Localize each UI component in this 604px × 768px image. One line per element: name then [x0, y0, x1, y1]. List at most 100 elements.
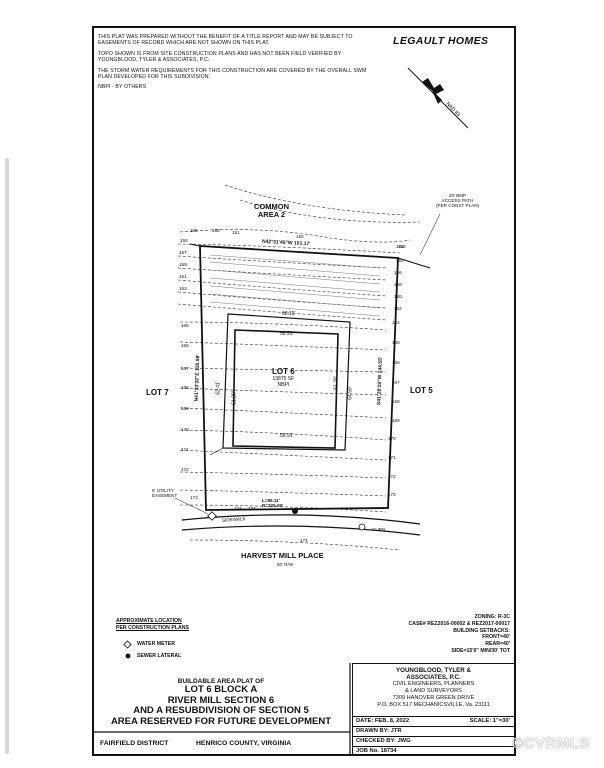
contour-label: 171 — [388, 455, 396, 460]
legend-water-meter: WATER METER — [137, 641, 175, 647]
date-label: DATE: FEB. 8, 2022 — [356, 718, 410, 724]
contour-label: 163 — [179, 286, 187, 291]
contour-label: 167 — [392, 380, 400, 385]
utility-easement-label: 6' UTILITY EASEMENT — [152, 488, 178, 499]
job-row: JOB No. 18734 — [352, 746, 514, 755]
contour-label: 169 — [181, 406, 189, 411]
dim-bottom-inner: 58.91' — [280, 433, 294, 439]
contour-label: 166 — [181, 343, 189, 348]
title-line: AND A RESUBDIVISION OF SECTION 5 — [133, 705, 309, 716]
contour-label: 166 — [392, 360, 400, 365]
dim-top-outer: 68.15' — [282, 311, 296, 317]
firm-block: YOUNGBLOOD, TYLER & ASSOCIATES, P.C. CIV… — [352, 663, 514, 717]
legend-sewer-lateral: SEWER LATERAL — [137, 653, 182, 659]
contour-label: 173 — [388, 492, 396, 497]
date-row: DATE: FEB. 8, 2022 SCALE: 1"=30' — [352, 716, 514, 726]
scrollbar[interactable] — [5, 158, 9, 754]
scale-label: SCALE: 1"=30' — [469, 718, 510, 724]
plat-sheet — [92, 26, 516, 756]
contour-label: 169 — [392, 418, 400, 423]
sewer-lateral-icon — [292, 508, 298, 514]
note-title-report: THIS PLAT WAS PREPARED WITHOUT THE BENEF… — [98, 34, 353, 47]
contour-label: 155 — [180, 238, 188, 243]
contour-label: 165 — [392, 340, 400, 345]
dim-left-inner: 51.29' — [231, 391, 238, 405]
note-storm-water: THE STORM WATER REQUIREMENTS FOR THIS CO… — [98, 67, 367, 81]
checked-row: CHECKED BY: JWG — [352, 736, 514, 746]
contour-label: 154 — [396, 258, 404, 263]
dim-right-outer: 64.59' — [347, 386, 354, 400]
common-area-label: COMMON AREA 2 — [254, 202, 289, 219]
contour-label: 155 — [190, 228, 198, 233]
firm-address: 7309 HANOVER GREEN DRIVE — [392, 695, 475, 701]
drawn-row: DRAWN BY: JTR — [352, 726, 514, 736]
firm-desc: CIVIL ENGINEERS, PLANNERS — [392, 681, 475, 687]
contour-label: 168 — [181, 385, 189, 390]
legend-water-icon — [123, 640, 132, 649]
dim-right-inner: 51.29' — [333, 376, 340, 390]
sidewalk-line — [181, 514, 421, 525]
firm-name: YOUNGBLOOD, TYLER & — [396, 667, 471, 674]
contour-label: 159 — [179, 262, 187, 267]
legend-title: APPROXIMATE LOCATION PER CONSTRUCTION PL… — [116, 618, 189, 631]
note-topo: TOPO SHOWN IS FROM SITE CONSTRUCTION PLA… — [98, 50, 342, 64]
legend-sewer-icon — [125, 653, 131, 659]
zoning-setbacks: ZONING: R-3C CASE# REZ2016-00002 & REZ20… — [408, 614, 510, 654]
contour-label: 152 — [398, 244, 406, 249]
contour-label: 153 — [212, 228, 220, 233]
manhole-icon — [358, 523, 366, 531]
contour-label: 170 — [181, 427, 189, 432]
plat-kind: BUILDABLE AREA PLAT OF — [177, 678, 265, 685]
setback-outline — [222, 313, 351, 451]
contour-label: 157 — [179, 250, 187, 255]
contour-label: 162 — [394, 306, 402, 311]
contour-label: 174 — [248, 506, 256, 511]
title-line: LOT 6 BLOCK A — [184, 684, 258, 695]
contour-label: 167 — [181, 366, 189, 371]
bmp-access-label: 20' BMP ACCESS PATH (PER CONST PLAN) — [436, 193, 480, 209]
contour-label: 164 — [392, 320, 400, 325]
contour-label: 171 — [181, 447, 189, 452]
lot-boundary — [199, 245, 399, 511]
contour-label: 161 — [179, 274, 187, 279]
street-name: HARVEST MILL PLACE — [241, 551, 324, 560]
contour-label: 172 — [388, 474, 396, 479]
contour-label: 170 — [388, 436, 396, 441]
contour-label: 150 — [296, 234, 304, 239]
curb-line — [181, 525, 421, 536]
curb-label: CURB — [372, 527, 386, 532]
north-arrow-icon — [407, 67, 469, 129]
firm-name: ASSOCIATES, P.C. — [406, 674, 461, 681]
title-block: BUILDABLE AREA PLAT OF LOT 6 BLOCK A RIV… — [94, 675, 348, 727]
contour-label: 151 — [232, 230, 240, 235]
hatch — [209, 254, 381, 317]
dim-left-outer: 62.41' — [215, 381, 222, 395]
note-nbpi: NBPI - BY OTHERS — [98, 84, 147, 91]
title-line: RIVER MILL SECTION 6 — [167, 694, 275, 706]
lot-label: LOT 6 13875 SF NBPI — [272, 367, 295, 389]
contour-label: 174 — [234, 506, 242, 511]
curve-data: L=85.11' R=325.00' — [262, 498, 284, 509]
title-line: AREA RESERVED FOR FUTURE DEVELOPMENT — [110, 715, 332, 727]
building-area — [232, 329, 339, 449]
district-label: FAIRFIELD DISTRICT — [100, 740, 169, 747]
contour-label: 158 — [394, 282, 402, 287]
county-label: HENRICO COUNTY, VIRGINIA — [196, 740, 292, 747]
lot-5-label: LOT 5 — [410, 386, 433, 395]
contour-label: 165 — [181, 323, 189, 328]
contour-label: 172 — [181, 467, 189, 472]
mls-watermark: ©CVRMLS — [512, 735, 590, 752]
dim-top-inner: 58.91' — [280, 331, 294, 337]
contour-label: 153 — [396, 244, 404, 249]
contour-label: 174 — [300, 538, 308, 543]
builder-name: LEGAULT HOMES — [393, 35, 489, 47]
street-row: 50' R/W — [277, 562, 294, 567]
firm-desc: & LAND SURVEYORS — [405, 688, 462, 694]
contour-label: 168 — [392, 399, 400, 404]
firm-address: P.O. BOX 517 MECHANICSVILLE, Va. 23111 — [377, 702, 490, 708]
water-meter-icon — [207, 511, 217, 521]
general-notes: THIS PLAT WAS PREPARED WITHOUT THE BENEF… — [98, 34, 378, 95]
contour-label: 156 — [394, 270, 402, 275]
contour-label: 160 — [394, 294, 402, 299]
